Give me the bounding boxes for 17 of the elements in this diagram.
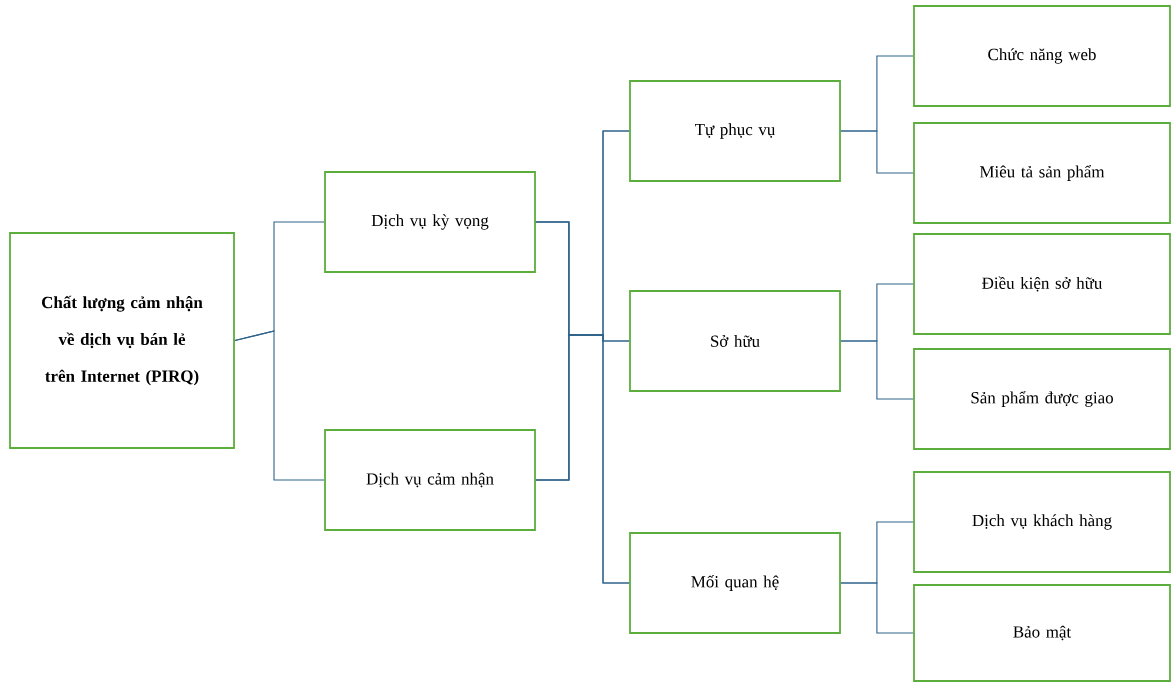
root-box: Chất lượng cảm nhận về dịch vụ bán lẻ trên Internet (PIRQ) <box>9 232 235 449</box>
category-box: Dịch vụ cảm nhận <box>324 429 536 531</box>
category-box: Mối quan hệ <box>629 532 841 634</box>
category-box: Dịch vụ kỳ vọng <box>324 171 536 273</box>
category-box: Sở hữu <box>629 290 841 392</box>
category-box: Miêu tả sản phẩm <box>913 122 1171 224</box>
connector <box>840 340 914 400</box>
connector <box>840 582 914 634</box>
category-box: Dịch vụ khách hàng <box>913 471 1171 573</box>
category-box: Chức năng web <box>913 5 1171 107</box>
category-box: Điều kiện sở hữu <box>913 233 1171 335</box>
connector <box>535 334 630 584</box>
connector <box>840 130 914 174</box>
category-box: Sản phẩm được giao <box>913 348 1171 450</box>
connector <box>234 330 325 481</box>
category-box: Tự phục vụ <box>629 80 841 182</box>
category-box: Bảo mật <box>913 584 1171 682</box>
